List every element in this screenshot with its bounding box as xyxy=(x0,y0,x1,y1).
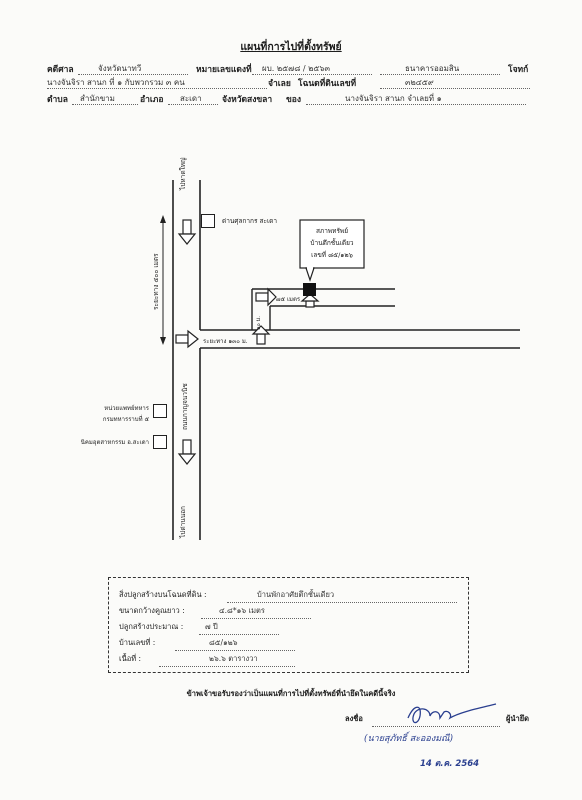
distance-horizontal-label: ระยะทาง ๑๓๐ ม. xyxy=(203,338,248,345)
deed-label: โฉนดที่ดินเลขที่ xyxy=(298,79,357,89)
seizer-label: ผู้นำยึด xyxy=(506,714,529,723)
province-label: จังหวัดสงขลา xyxy=(222,95,273,105)
distance-lane-label: ๗๕ เมตร xyxy=(276,296,301,303)
military-building xyxy=(153,404,167,418)
distance-side-label: ๑๐ ม. xyxy=(256,316,262,330)
signature xyxy=(407,703,497,724)
number-value: ๘๕/๑๒๖ xyxy=(209,638,238,647)
amphoe-value: สะเดา xyxy=(180,94,202,103)
tambon-value: สำนักขาม xyxy=(80,94,115,103)
road-north-label: ไปหาดใหญ่ xyxy=(179,157,187,190)
defendant-value: นางจันจิรา สานก ที่ ๑ กับพวกรวม ๓ คน xyxy=(47,78,185,87)
printed-name: (นายสุภัทธิ์ สะอองมณี) xyxy=(364,734,454,744)
road-south-label: ไปด่านนอก xyxy=(179,506,187,538)
property-label-1: สภาพทรัพย์ xyxy=(315,227,349,235)
page-title: แผนที่การไปที่ตั้งทรัพย์ xyxy=(240,41,342,53)
customs-label: ด่านศุลกากร สะเดา xyxy=(222,217,278,225)
number-label: บ้านเลขที่ : xyxy=(119,638,156,647)
plaintiff-label: โจทก์ xyxy=(508,65,529,75)
plaintiff-value: ธนาคารออมสิน xyxy=(405,64,460,73)
amphoe-label: อำเภอ xyxy=(140,95,164,105)
main-road-label: ถนนกาญจนวนิช xyxy=(181,383,189,430)
industrial-label: นิคมอุตสาหกรรม อ.สะเดา xyxy=(80,439,149,446)
area-label: เนื้อที่ : xyxy=(119,654,142,663)
size-label: ขนาดกว้างคูณยาว : xyxy=(119,606,185,615)
court-value: จังหวัดนาทวี xyxy=(98,64,142,73)
age-value: ๗ ปี xyxy=(205,622,218,631)
military-unit-2: กรมทหารราบที่ ๕ xyxy=(102,416,149,423)
property-label-2: บ้านตึกชั้นเดียว xyxy=(310,239,354,247)
owner-label: ของ xyxy=(286,95,302,105)
sign-label: ลงชื่อ xyxy=(345,714,363,723)
owner-value: นางจันจิรา สานก จำเลยที่ ๑ xyxy=(345,94,442,103)
tambon-label: ตำบล xyxy=(47,95,68,105)
size-value: ๔.๘*๑๖ เมตร xyxy=(219,606,265,615)
military-unit-1: หน่วยแพทย์ทหาร xyxy=(104,405,149,412)
defendant-label: จำเลย xyxy=(268,79,291,89)
building-label: สิ่งปลูกสร้างบนโฉนดที่ดิน : xyxy=(119,590,207,599)
black-case-value: ผบ. ๒๕๗๘ / ๒๕๖๓ xyxy=(262,64,331,73)
court-label: คดีศาล xyxy=(47,65,74,75)
sign-date: 14 ต.ค. 2564 xyxy=(420,759,480,769)
industrial-building xyxy=(153,435,167,449)
deed-value: ๓๒๔๕๙ xyxy=(405,78,434,87)
age-label: ปลูกสร้างประมาณ : xyxy=(119,622,184,631)
area-value: ๒๖.๖ ตารางวา xyxy=(209,654,258,663)
property-label-3: เลขที่ ๘๕/๑๒๖ xyxy=(311,251,353,259)
customs-building xyxy=(201,214,215,228)
building-value: บ้านพักอาศัยตึกชั้นเดียว xyxy=(257,590,335,599)
certification-statement: ข้าพเจ้าขอรับรองว่าเป็นแผนที่การไปที่ตั้… xyxy=(186,689,396,698)
distance-vertical-label: ระยะทาง ๕๐๐ เมตร xyxy=(152,253,160,310)
property-details-box: สิ่งปลูกสร้างบนโฉนดที่ดิน : บ้านพักอาศัย… xyxy=(108,577,469,673)
black-case-label: หมายเลขแดงที่ xyxy=(196,65,252,75)
